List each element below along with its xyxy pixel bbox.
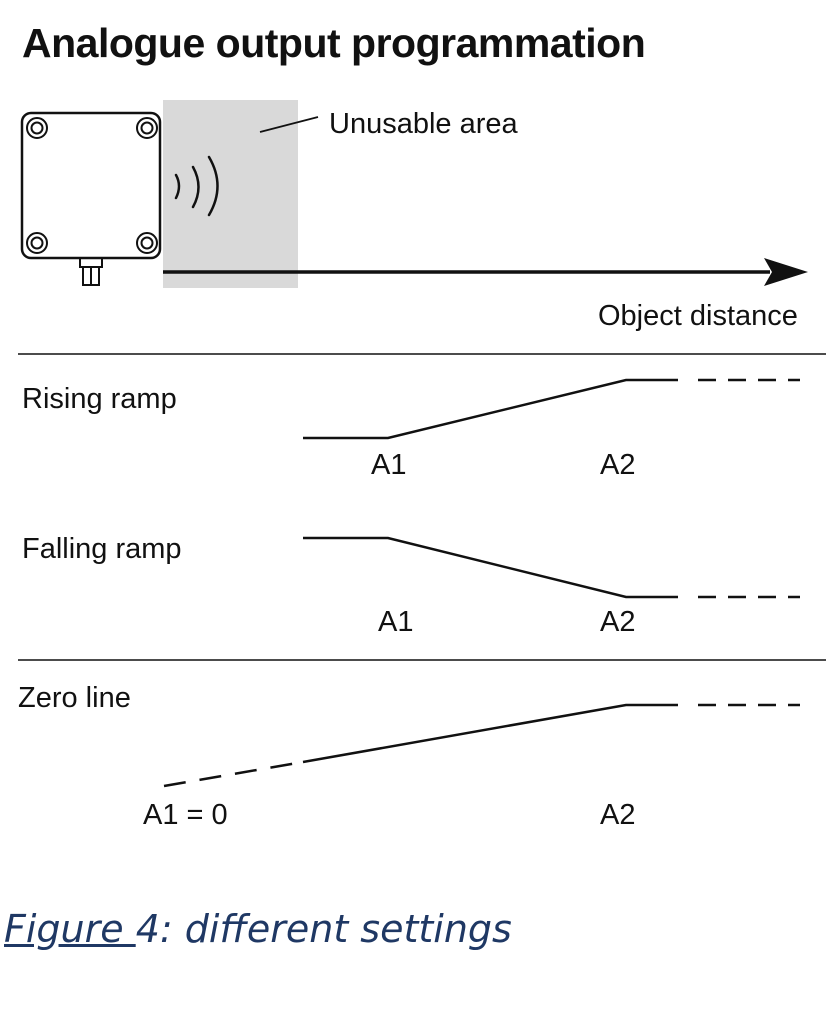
connector-icon bbox=[79, 257, 103, 286]
rising-ramp-a1-label: A1 bbox=[371, 449, 406, 481]
unusable-area-leader-line bbox=[259, 116, 319, 133]
sound-waves-icon bbox=[174, 155, 219, 217]
unusable-area-label: Unusable area bbox=[329, 108, 518, 140]
screw-icon-bottom-right bbox=[136, 232, 158, 254]
sensor-device-icon bbox=[20, 111, 162, 286]
rising-ramp-a2-label: A2 bbox=[600, 449, 635, 481]
screw-icon-top-left bbox=[26, 117, 48, 139]
figure-caption-underlined: Figure bbox=[4, 907, 136, 951]
screw-icon-bottom-left bbox=[26, 232, 48, 254]
figure-caption: Figure 4: different settings bbox=[4, 907, 512, 951]
screw-icon-top-right bbox=[136, 117, 158, 139]
zero-line-a1-label: A1 = 0 bbox=[143, 799, 228, 831]
rising-ramp-label: Rising ramp bbox=[22, 383, 177, 415]
arrow-head-icon bbox=[764, 258, 808, 286]
falling-ramp-a2-label: A2 bbox=[600, 606, 635, 638]
zero-line-curve bbox=[302, 703, 678, 764]
rising-ramp-curve bbox=[303, 378, 678, 440]
zero-line-label: Zero line bbox=[18, 682, 131, 714]
zero-line-extrapolation bbox=[163, 760, 304, 788]
zero-line-a2-label: A2 bbox=[600, 799, 635, 831]
falling-ramp-a1-label: A1 bbox=[378, 606, 413, 638]
figure-caption-text: 4: different settings bbox=[135, 907, 512, 951]
page-title: Analogue output programmation bbox=[22, 20, 646, 66]
object-distance-label: Object distance bbox=[598, 300, 798, 332]
unusable-area-region bbox=[163, 100, 298, 288]
falling-ramp-curve bbox=[303, 536, 678, 599]
falling-ramp-label: Falling ramp bbox=[22, 533, 182, 565]
